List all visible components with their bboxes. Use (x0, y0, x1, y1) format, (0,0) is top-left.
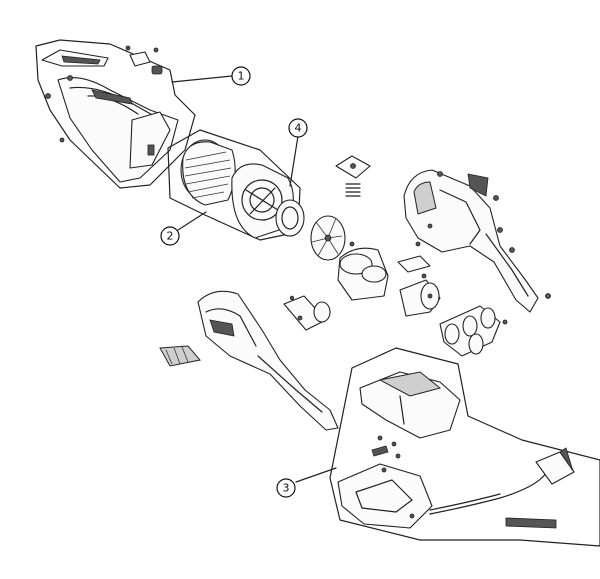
callout-2: 2 (160, 226, 180, 246)
switch-parts (397, 241, 431, 279)
callout-1: 1 (231, 66, 251, 86)
callout-3-label: 3 (283, 482, 290, 495)
callout-2-label: 2 (167, 230, 174, 243)
spring-assembly (335, 155, 371, 197)
group-3-charger (329, 347, 600, 547)
group-1-housing (35, 39, 196, 189)
fan-impeller (310, 215, 346, 261)
callout-4-label: 4 (295, 122, 302, 135)
motor (399, 279, 441, 317)
motor-housing (337, 241, 389, 301)
rear-housing (403, 169, 551, 313)
callout-4: 4 (288, 118, 308, 138)
battery-pack (439, 305, 508, 357)
callout-3: 3 (276, 478, 296, 498)
group-2-filter (167, 129, 305, 241)
front-shell (159, 290, 339, 431)
leader-lines (171, 75, 337, 483)
callout-1-label: 1 (238, 70, 245, 83)
